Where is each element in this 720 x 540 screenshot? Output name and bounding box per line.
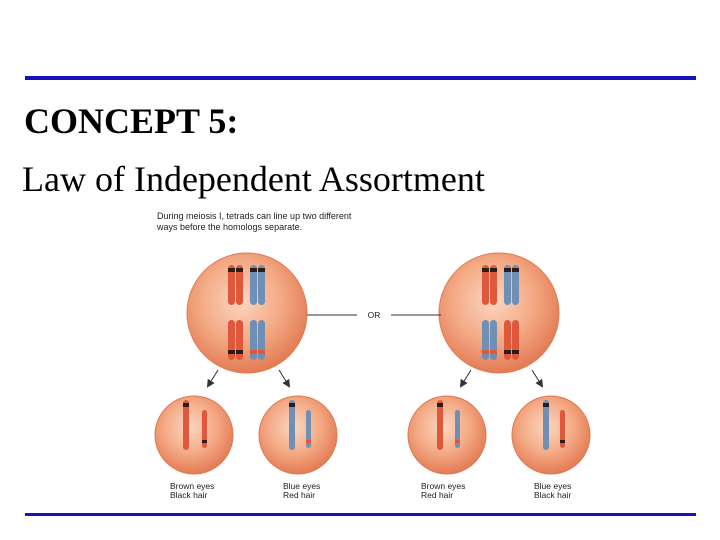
chromosome-paternal-left: [250, 265, 265, 360]
outcome-2-line-1: Blue eyes: [283, 481, 320, 491]
outcome-label-1: Brown eyes Black hair: [170, 481, 214, 500]
daughter-cell-1: [154, 395, 234, 475]
caption-line-1: During meiosis I, tetrads can line up tw…: [157, 211, 352, 221]
outcome-label-2: Blue eyes Red hair: [283, 481, 320, 500]
outcome-1-line-2: Black hair: [170, 490, 207, 500]
outcome-3-line-2: Red hair: [421, 490, 453, 500]
bottom-rule: [25, 513, 696, 516]
top-rule: [25, 76, 696, 80]
outcome-label-4: Blue eyes Black hair: [534, 481, 571, 500]
slide-title: CONCEPT 5:: [24, 101, 239, 141]
caption-line-2: ways before the homologs separate.: [157, 222, 303, 232]
outcome-4-line-2: Black hair: [534, 490, 571, 500]
outcome-label-3: Brown eyes Red hair: [421, 481, 465, 500]
division-arrows: [206, 369, 544, 388]
daughter-cell-2: [258, 395, 338, 475]
chromosome-maternal-left: [228, 265, 243, 360]
or-label: OR: [368, 310, 381, 320]
parent-cell-right: [438, 252, 560, 374]
chromosome-maternal-right: [482, 265, 497, 360]
slide-subtitle: Law of Independent Assortment: [22, 159, 485, 199]
daughter-cell-3: [407, 395, 487, 475]
outcome-4-line-1: Blue eyes: [534, 481, 571, 491]
figure-caption: During meiosis I, tetrads can line up tw…: [157, 211, 387, 233]
or-connector: OR: [307, 310, 441, 320]
outcome-1-line-1: Brown eyes: [170, 481, 214, 491]
parent-cell-left: [186, 252, 308, 374]
chromosome-paternal-right: [504, 265, 519, 360]
daughter-cell-4: [511, 395, 591, 475]
outcome-3-line-1: Brown eyes: [421, 481, 465, 491]
outcome-2-line-2: Red hair: [283, 490, 315, 500]
